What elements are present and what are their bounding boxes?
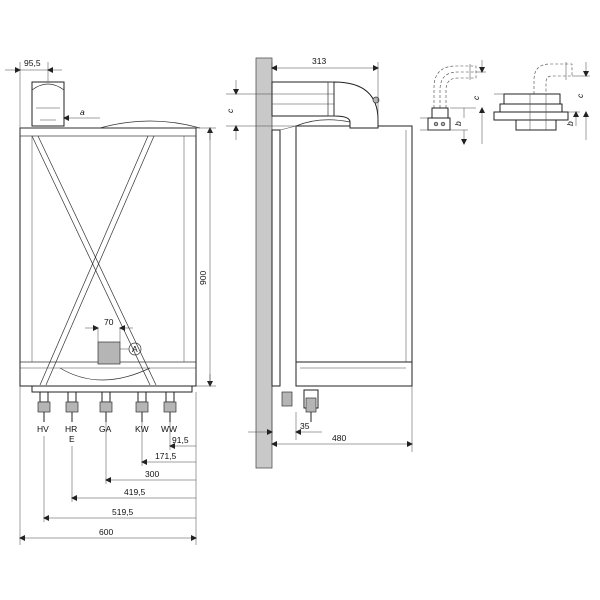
dim-flue-offset: 95,5 [5,58,62,128]
boiler-casing-side [295,125,413,387]
dims-bottom: 91,5 171,5 300 419,5 519,5 600 [19,386,197,545]
dim-bottom-0: 91,5 [172,435,189,445]
dim-depth-label: 480 [332,433,346,443]
dim-a-label: a [80,107,85,117]
conn-label-ga: GA [99,424,112,434]
fitting-ww [163,391,177,422]
dim-c-label: c [225,108,235,113]
conn-label-hr: HR [65,424,77,434]
connection-fittings [37,391,177,422]
dim-c: c [225,80,296,140]
flue-elbow [271,81,380,129]
flue-detail-2-adapter [503,93,561,105]
dim-wall-gap: 35 [248,386,322,440]
flue-detail-2-label-b: b [565,121,575,126]
dim-wall-gap-label: 35 [300,421,310,431]
side-view: 313 c 35 480 [225,56,413,469]
flue-detail-1-plate [427,117,451,131]
dim-bottom-5: 600 [99,527,113,537]
dim-box-width-label: 70 [104,317,114,327]
dim-flue-offset-label: 95,5 [24,58,41,68]
conn-label-hr-e: E [69,434,75,444]
dim-bottom-3: 419,5 [124,487,146,497]
wall [255,57,273,469]
flue-detail-1-label-b: b [453,121,463,126]
dim-bottom-4: 519,5 [112,507,134,517]
fitting-kw [135,391,149,422]
dim-height-label: 900 [198,271,208,285]
dim-flue-depth: 313 [271,56,379,120]
conn-label-hv: HV [37,424,49,434]
dim-bottom-1: 171,5 [155,451,177,461]
marker-A-label: A [132,344,138,354]
dim-flue-depth-label: 313 [312,56,326,66]
display-box: 70 A [85,317,142,365]
front-view: 70 A [5,58,216,545]
flue-detail-1: c b [420,60,486,145]
dim-a: a [63,107,100,121]
fitting-ga [99,391,113,422]
fitting-hr [65,391,79,422]
dim-depth: 480 [271,386,413,452]
dim-bottom-2: 300 [145,469,159,479]
flue-detail-2: c b [493,62,590,140]
top-cap [99,120,201,129]
side-fittings [281,389,319,422]
dim-height: 900 [196,127,216,387]
conn-label-ww: WW [161,424,177,434]
fitting-hv [37,391,51,422]
flue-detail-1-label-c: c [471,95,481,100]
flue-stub [31,81,65,127]
flue-detail-2-label-c: c [575,93,585,98]
